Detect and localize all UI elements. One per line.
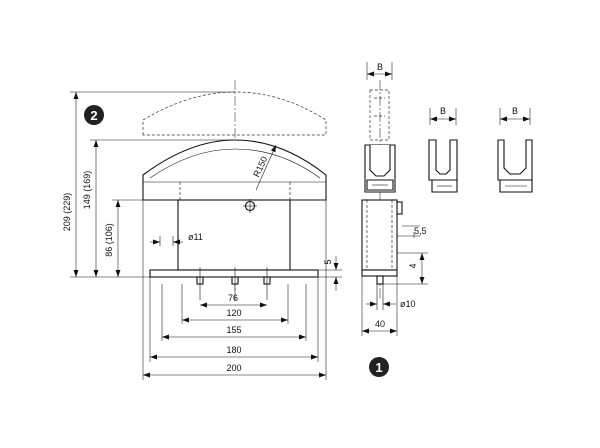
profile-variant-2: B — [497, 106, 533, 193]
dim-width-180: 180 — [226, 345, 241, 355]
dim-side-profile-width: B — [377, 62, 383, 72]
dim-width-200: 200 — [226, 363, 241, 373]
vertical-dimensions: 209 (229) 149 (169) 86 (106) 5 — [62, 91, 342, 291]
dim-mid-height: 149 (169) — [82, 171, 92, 210]
radius-leader — [255, 144, 277, 191]
side-alternative-profile — [369, 89, 390, 141]
side-housing-body — [361, 199, 398, 271]
dim-variant1-width: B — [440, 106, 446, 116]
alternative-arch-outline — [142, 91, 327, 136]
arch-cover — [142, 139, 327, 201]
badge-alt-variant: 2 — [84, 105, 104, 125]
svg-text:1: 1 — [375, 360, 382, 375]
dim-side-depth: 4 — [408, 263, 418, 268]
profile-variant-1: B — [428, 106, 458, 193]
dim-total-height: 209 (229) — [62, 193, 72, 232]
dim-side-offset: 5,5 — [414, 226, 427, 236]
dim-variant2-width: B — [512, 106, 518, 116]
dim-width-76: 76 — [228, 293, 238, 303]
side-lug — [396, 201, 403, 215]
front-view — [142, 80, 327, 300]
housing-body — [177, 199, 291, 271]
dim-width-120: 120 — [226, 308, 241, 318]
dim-side-width: 40 — [375, 319, 385, 329]
dim-low-height: 86 (106) — [104, 223, 114, 257]
badge-main-variant: 1 — [369, 357, 389, 377]
side-rail-profile — [364, 144, 396, 193]
side-base-plate — [361, 269, 398, 277]
svg-text:2: 2 — [90, 108, 97, 123]
base-plate — [149, 269, 319, 278]
dim-base-thickness: 5 — [323, 259, 333, 264]
horizontal-dimensions: 76 120 155 180 200 — [142, 200, 327, 380]
side-bolt — [376, 275, 384, 285]
dim-side-bolt-diameter: ø10 — [400, 299, 416, 309]
dim-hole-diameter: ø11 — [188, 232, 203, 242]
dim-width-155: 155 — [226, 325, 241, 335]
side-view: B 5,5 4 ø10 — [361, 62, 428, 336]
arch-cover-inner-line — [149, 148, 321, 179]
